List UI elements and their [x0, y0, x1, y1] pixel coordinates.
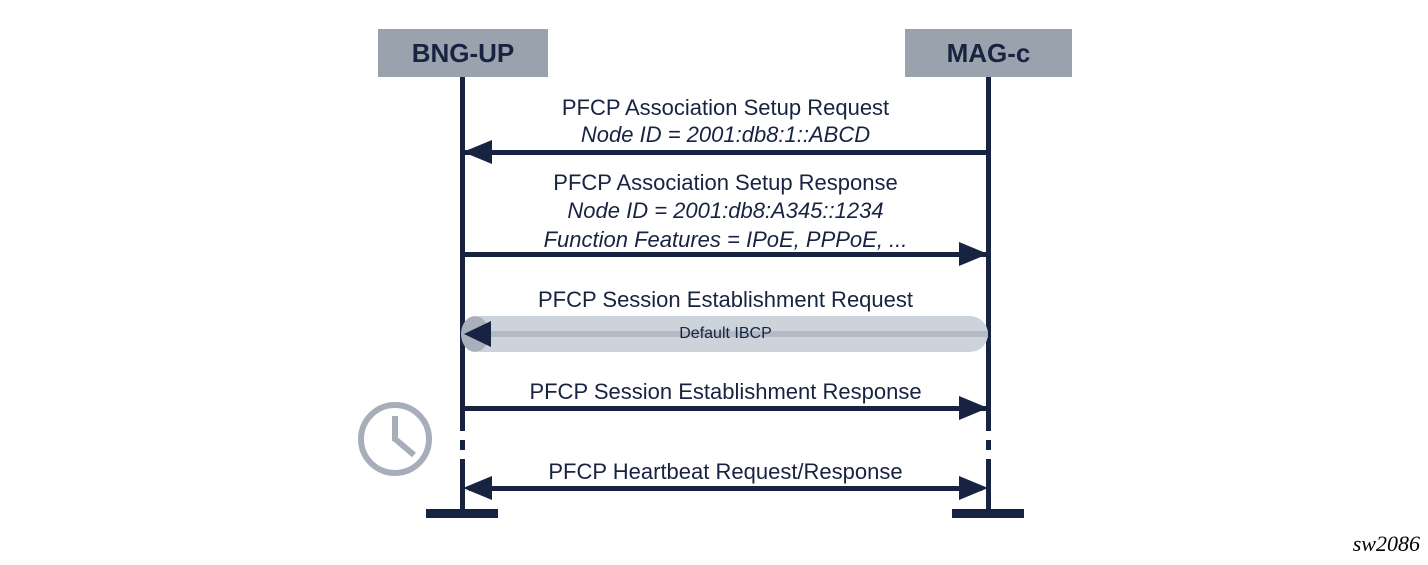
- actor-box-mag-c: MAG-c: [905, 29, 1072, 77]
- lifeline-bng-up-solid-top: [460, 77, 465, 421]
- actor-label-bng-up: BNG-UP: [411, 37, 515, 68]
- message-2-arrow-to-mag-c: [463, 242, 988, 266]
- clock-icon: [358, 402, 432, 476]
- message-2-title: PFCP Association Setup Response: [553, 170, 898, 195]
- default-ibcp-tunnel: Default IBCP: [461, 316, 988, 352]
- tunnel-stripe: [463, 331, 988, 337]
- arrowhead-left-icon: [463, 140, 492, 164]
- message-2-param-2: Function Features = IPoE, PPPoE, ...: [543, 227, 908, 252]
- figure-id: sw2086: [1352, 531, 1420, 556]
- arrowhead-right-icon: [959, 242, 988, 266]
- arrowhead-right-icon: [959, 476, 988, 500]
- tunnel-label: Default IBCP: [679, 325, 772, 342]
- lifeline-end-bng-up: [426, 509, 498, 518]
- lifeline-mag-c-dashed: [986, 421, 991, 466]
- message-1-arrow-to-bng-up: [463, 140, 988, 164]
- arrow-shaft: [465, 406, 986, 411]
- message-2-param-1: Node ID = 2001:db8:A345::1234: [567, 198, 884, 223]
- lifeline-end-mag-c: [952, 509, 1024, 518]
- message-4-arrow-to-mag-c: [463, 396, 988, 420]
- message-3-title: PFCP Session Establishment Request: [538, 287, 913, 312]
- message-1-title: PFCP Association Setup Request: [561, 95, 890, 120]
- lifeline-bng-up-dashed: [460, 421, 465, 466]
- arrowhead-left-icon: [463, 476, 492, 500]
- message-5-arrow-bidirectional: [463, 476, 988, 500]
- message-5-title: PFCP Heartbeat Request/Response: [548, 459, 903, 484]
- arrow-shaft: [469, 486, 982, 491]
- arrowhead-left-icon: [464, 321, 491, 347]
- arrowhead-right-icon: [959, 396, 988, 420]
- lifeline-bng-up-solid-bottom: [460, 466, 465, 513]
- lifeline-mag-c-solid-top: [986, 77, 991, 421]
- actor-label-mag-c: MAG-c: [946, 37, 1031, 68]
- message-1-param: Node ID = 2001:db8:1::ABCD: [580, 122, 871, 147]
- message-4-title: PFCP Session Establishment Response: [529, 379, 922, 404]
- lifeline-mag-c-solid-bottom: [986, 466, 991, 513]
- arrow-shaft: [465, 252, 986, 257]
- actor-box-bng-up: BNG-UP: [378, 29, 548, 77]
- arrow-shaft: [465, 150, 986, 155]
